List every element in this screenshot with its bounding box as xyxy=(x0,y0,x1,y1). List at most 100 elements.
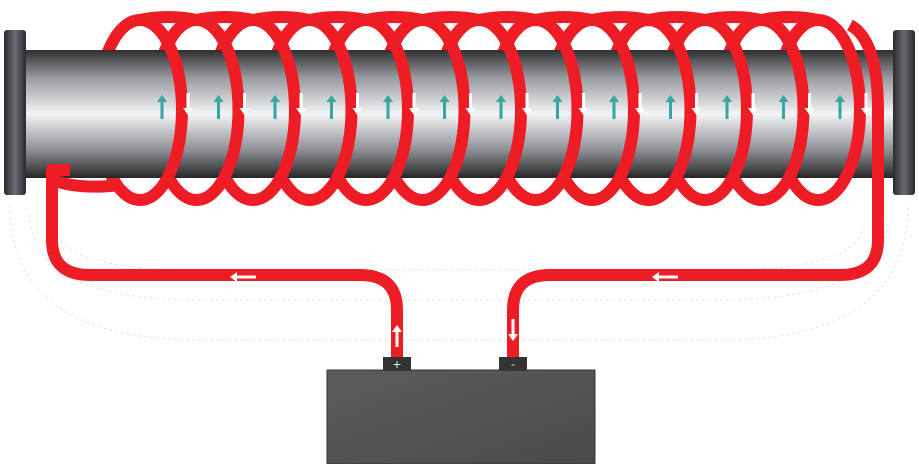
coil-turn-front xyxy=(139,14,188,206)
arrow-shape xyxy=(183,93,193,115)
coil-turn-front xyxy=(817,14,866,206)
coil-turn-front xyxy=(704,14,753,206)
coil-link xyxy=(703,11,763,26)
arrow-shape xyxy=(652,272,678,282)
arrow-shape xyxy=(552,95,563,119)
arrow-shape xyxy=(352,93,363,115)
current-arrow-left-icon xyxy=(230,272,256,282)
current-arrow-down-icon xyxy=(748,93,758,115)
field-arrow-up-icon xyxy=(835,95,845,119)
arrow-shape xyxy=(296,93,306,115)
field-arrow-up-icon xyxy=(496,95,506,119)
coil-link xyxy=(590,11,650,26)
arrow-shape xyxy=(578,93,589,115)
arrow-shape xyxy=(804,93,815,115)
current-arrows xyxy=(183,93,871,347)
coil-link xyxy=(421,11,481,26)
current-arrow-down-icon xyxy=(522,93,532,115)
field-arrow-up-icon xyxy=(722,95,732,119)
arrow-shape xyxy=(409,93,419,115)
coil-turn-front xyxy=(591,14,640,206)
battery-body xyxy=(326,369,596,464)
coil-turn-front xyxy=(252,14,301,206)
current-arrow-down-icon xyxy=(409,93,419,115)
coil-link xyxy=(760,11,820,26)
coil-turn-front xyxy=(365,14,414,206)
current-arrow-down-icon xyxy=(578,93,589,115)
arrow-shape xyxy=(157,95,167,119)
current-arrow-down-icon xyxy=(635,93,645,115)
battery: + - xyxy=(326,357,596,464)
coil-link xyxy=(251,11,311,26)
arrow-shape xyxy=(635,93,645,115)
field-arrow-up-icon xyxy=(665,95,676,119)
arrow-shape xyxy=(392,325,402,347)
field-arrows xyxy=(157,95,845,119)
coil-link xyxy=(364,11,424,26)
coil-link xyxy=(195,11,255,26)
current-arrow-left-icon xyxy=(652,272,678,282)
positive-terminal-label: + xyxy=(392,358,401,371)
current-arrow-down-icon xyxy=(508,319,518,341)
coil-turn-front xyxy=(196,14,245,206)
arrow-shape xyxy=(691,93,702,115)
arrow-shape xyxy=(383,95,393,119)
arrow-shape xyxy=(239,93,250,115)
arrow-shape xyxy=(213,95,224,119)
lead-to-positive xyxy=(46,164,403,357)
positive-terminal xyxy=(383,357,411,371)
field-arrow-up-icon xyxy=(383,95,393,119)
current-arrow-down-icon xyxy=(691,93,702,115)
coil-link xyxy=(647,11,707,26)
field-arrow-up-icon xyxy=(439,95,450,119)
current-arrow-down-icon xyxy=(239,93,250,115)
lead-join-left xyxy=(49,174,121,193)
arrow-shape xyxy=(326,95,337,119)
arrow-shape xyxy=(508,319,518,341)
current-arrow-down-icon xyxy=(861,93,871,115)
arrow-shape xyxy=(778,95,789,119)
arrow-shape xyxy=(748,93,758,115)
current-arrow-up-icon xyxy=(392,325,402,347)
arrow-shape xyxy=(722,95,732,119)
coil-turn-front xyxy=(422,14,471,206)
arrow-shape xyxy=(609,95,619,119)
coil-link xyxy=(308,11,368,26)
coil-turn-front xyxy=(478,14,527,206)
current-arrow-down-icon xyxy=(465,93,476,115)
coil-link xyxy=(138,11,198,26)
coil-front-half xyxy=(138,11,866,206)
coil-turn-front xyxy=(761,14,810,206)
field-arrow-up-icon xyxy=(778,95,789,119)
core-right-flange xyxy=(893,30,915,195)
current-arrow-down-icon xyxy=(296,93,306,115)
negative-terminal xyxy=(499,357,527,371)
field-line xyxy=(54,224,863,271)
arrow-shape xyxy=(270,95,280,119)
coil-turn-front xyxy=(648,14,697,206)
arrow-shape xyxy=(230,272,256,282)
arrow-shape xyxy=(522,93,532,115)
arrow-shape xyxy=(465,93,476,115)
coil-turn-front xyxy=(535,14,584,206)
arrow-shape xyxy=(496,95,506,119)
field-arrow-up-icon xyxy=(326,95,337,119)
wire-leads xyxy=(46,19,884,357)
field-arrow-up-icon xyxy=(213,95,224,119)
coil-link xyxy=(534,11,594,26)
lead-to-negative xyxy=(507,19,884,357)
arrow-shape xyxy=(835,95,845,119)
current-arrow-down-icon xyxy=(804,93,815,115)
field-arrow-up-icon xyxy=(609,95,619,119)
core-left-flange xyxy=(4,30,26,195)
arrow-shape xyxy=(439,95,450,119)
field-line xyxy=(29,214,889,301)
negative-terminal-label: - xyxy=(511,358,515,371)
field-arrow-up-icon xyxy=(270,95,280,119)
coil-link xyxy=(477,11,537,26)
field-arrow-up-icon xyxy=(552,95,563,119)
coil-turn-front xyxy=(309,14,358,206)
arrow-shape xyxy=(665,95,676,119)
arrow-shape xyxy=(861,93,871,115)
